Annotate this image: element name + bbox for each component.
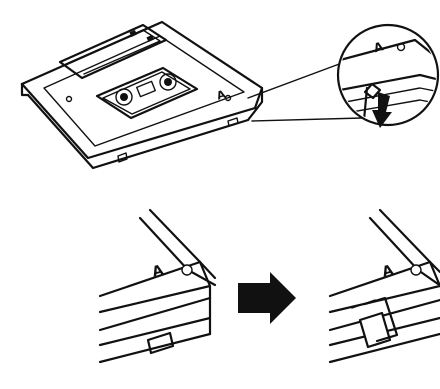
after-tab-view: A <box>330 210 440 362</box>
cassette-a-mark: A <box>215 87 228 102</box>
before-tab-view: A <box>100 210 215 362</box>
tape-window <box>97 68 197 118</box>
cassette-tape: A <box>22 22 262 168</box>
zoom-callout: A <box>338 25 440 128</box>
arrow-right-icon <box>238 272 296 324</box>
